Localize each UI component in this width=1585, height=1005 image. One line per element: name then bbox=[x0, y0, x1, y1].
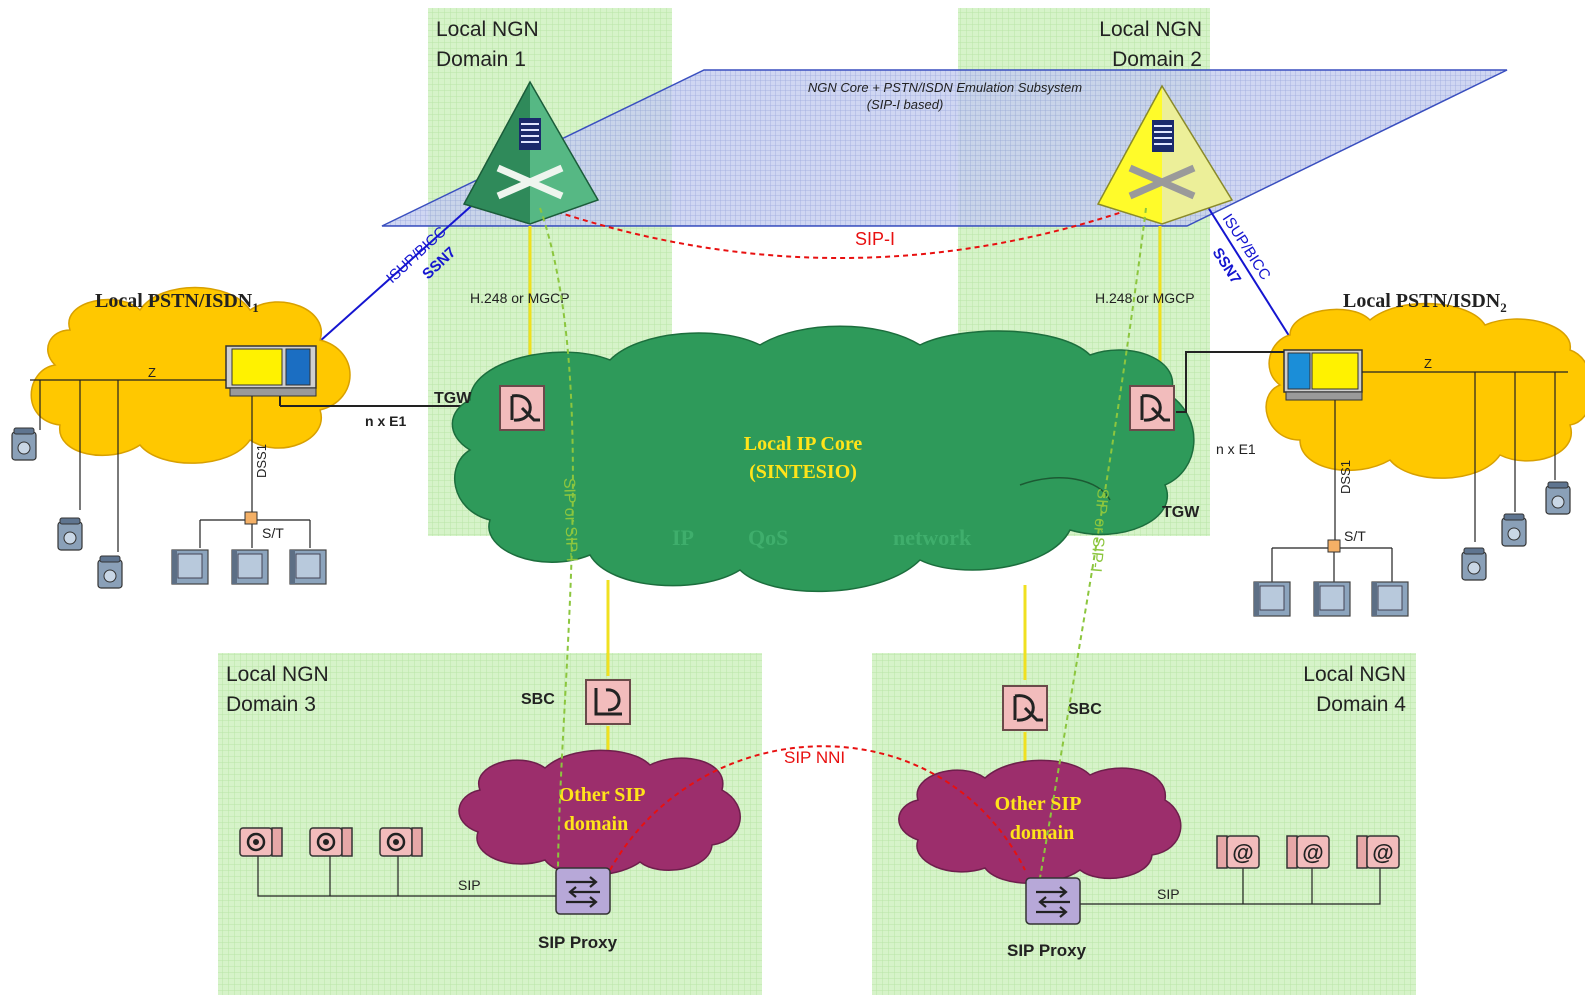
pstn-switch-right bbox=[1283, 349, 1363, 401]
sip-nni-label: SIP NNI bbox=[784, 748, 845, 767]
sip-proxy-label-d4: SIP Proxy bbox=[1007, 941, 1087, 960]
sip-phone-d3-3 bbox=[378, 826, 424, 858]
analog-phone-right-2 bbox=[1501, 513, 1527, 547]
sip-i-link bbox=[539, 205, 1141, 259]
analog-phone-left-2 bbox=[57, 517, 83, 551]
domain-1-label-line1: Local NGN bbox=[436, 18, 539, 41]
sip-or-sip-i-label-left: SIP or SIP-I bbox=[560, 478, 580, 563]
sip-or-sip-i-link-right bbox=[1039, 207, 1147, 879]
domain-4-label-line2: Domain 4 bbox=[1316, 693, 1406, 716]
isup-link-right bbox=[1205, 203, 1299, 351]
st-junction-right bbox=[1327, 539, 1341, 553]
sip-nni-link bbox=[609, 745, 1026, 871]
sip-proxy-d4 bbox=[1024, 876, 1082, 926]
softswitch-domain-1 bbox=[462, 80, 600, 225]
e1-label-left: n x E1 bbox=[365, 413, 406, 429]
core-plane-title: NGN Core + PSTN/ISDN Emulation Subsystem bbox=[808, 80, 1082, 95]
analog-phone-right-1 bbox=[1461, 547, 1487, 581]
h248-label-1: H.248 or MGCP bbox=[470, 290, 570, 306]
ip-core-cloud bbox=[451, 325, 1195, 593]
other-sip-right-line1: Other SIP bbox=[995, 793, 1082, 815]
dss1-label-left: DSS1 bbox=[254, 444, 269, 478]
domain-4-label-line1: Local NGN bbox=[1303, 663, 1406, 686]
isdn-phone-left-2 bbox=[231, 549, 269, 585]
domain-2-label-line1: Local NGN bbox=[1099, 18, 1202, 41]
sip-proxy-label-d3: SIP Proxy bbox=[538, 933, 618, 952]
softswitch-domain-2 bbox=[1096, 84, 1234, 225]
isup-link-left bbox=[309, 199, 479, 351]
sip-phone-d3-1 bbox=[238, 826, 284, 858]
sbc-domain-3 bbox=[584, 678, 632, 726]
sbc-label-4: SBC bbox=[1068, 701, 1102, 718]
sip-phone-d3-2 bbox=[308, 826, 354, 858]
sip-label-right: SIP bbox=[1157, 886, 1180, 902]
sbc-domain-4 bbox=[1001, 684, 1049, 732]
tgw-label-1: TGW bbox=[434, 390, 472, 407]
isdn-phone-left-3 bbox=[289, 549, 327, 585]
ip-core-watermark-network: network bbox=[893, 525, 972, 550]
isdn-phone-right-1 bbox=[1253, 581, 1291, 617]
other-sip-left-line1: Other SIP bbox=[559, 784, 646, 806]
tgw-domain-2 bbox=[1128, 384, 1176, 432]
domain-2-label-line2: Domain 2 bbox=[1112, 48, 1202, 71]
tgw-domain-1 bbox=[498, 384, 546, 432]
tgw-label-2: TGW bbox=[1162, 504, 1200, 521]
analog-phone-right-3 bbox=[1545, 481, 1571, 515]
isdn-phone-left-1 bbox=[171, 549, 209, 585]
domain-3-label-line1: Local NGN bbox=[226, 663, 329, 686]
sip-or-sip-i-link-left bbox=[539, 207, 574, 869]
sip-phone-d4-3 bbox=[1356, 835, 1400, 869]
st-junction-left bbox=[244, 511, 258, 525]
pstn-left-label: Local PSTN/ISDN1 bbox=[95, 290, 259, 315]
sip-bus-left bbox=[257, 856, 556, 897]
pstn-right-label: Local PSTN/ISDN2 bbox=[1343, 290, 1507, 315]
z-label-right: Z bbox=[1424, 356, 1432, 371]
sip-proxy-d3 bbox=[554, 866, 612, 916]
e1-trunk-right bbox=[1176, 351, 1284, 413]
st-label-left: S/T bbox=[262, 525, 284, 541]
ip-core-watermark-qos: QoS bbox=[748, 525, 788, 550]
ip-core-title: Local IP Core bbox=[744, 433, 863, 455]
pstn-cloud-right bbox=[1265, 302, 1585, 479]
other-sip-left-line2: domain bbox=[564, 813, 628, 835]
analog-lines-right bbox=[1362, 371, 1568, 542]
dss1-label-right: DSS1 bbox=[1338, 460, 1353, 494]
sip-phone-d4-1 bbox=[1216, 835, 1260, 869]
z-label-left: Z bbox=[148, 365, 156, 380]
domain-1-label-line2: Domain 1 bbox=[436, 48, 526, 71]
pstn-switch-left bbox=[225, 345, 317, 397]
analog-phone-left-3 bbox=[97, 555, 123, 589]
h248-label-2: H.248 or MGCP bbox=[1095, 290, 1195, 306]
isdn-phone-right-3 bbox=[1371, 581, 1409, 617]
domain-3-label-line2: Domain 3 bbox=[226, 693, 316, 716]
other-sip-cloud-left bbox=[458, 749, 741, 876]
isdn-phone-right-2 bbox=[1313, 581, 1351, 617]
pstn-cloud-left bbox=[30, 286, 351, 464]
analog-phone-left-1 bbox=[11, 427, 37, 461]
ip-core-cloud-inner bbox=[1019, 477, 1111, 501]
sip-bus-right bbox=[1080, 866, 1381, 905]
ip-core-watermark-ip: IP bbox=[672, 525, 694, 550]
sip-label-left: SIP bbox=[458, 877, 481, 893]
other-sip-right-line2: domain bbox=[1010, 822, 1074, 844]
core-plane-subtitle: (SIP-I based) bbox=[867, 97, 944, 112]
other-sip-cloud-right bbox=[898, 759, 1182, 884]
ip-core-subtitle: (SINTESIO) bbox=[749, 461, 857, 483]
sip-phone-d4-2 bbox=[1286, 835, 1330, 869]
sip-i-label: SIP-I bbox=[855, 229, 895, 249]
e1-label-right: n x E1 bbox=[1216, 441, 1256, 457]
st-label-right: S/T bbox=[1344, 528, 1366, 544]
sbc-label-3: SBC bbox=[521, 691, 555, 708]
analog-lines-left bbox=[30, 379, 226, 552]
